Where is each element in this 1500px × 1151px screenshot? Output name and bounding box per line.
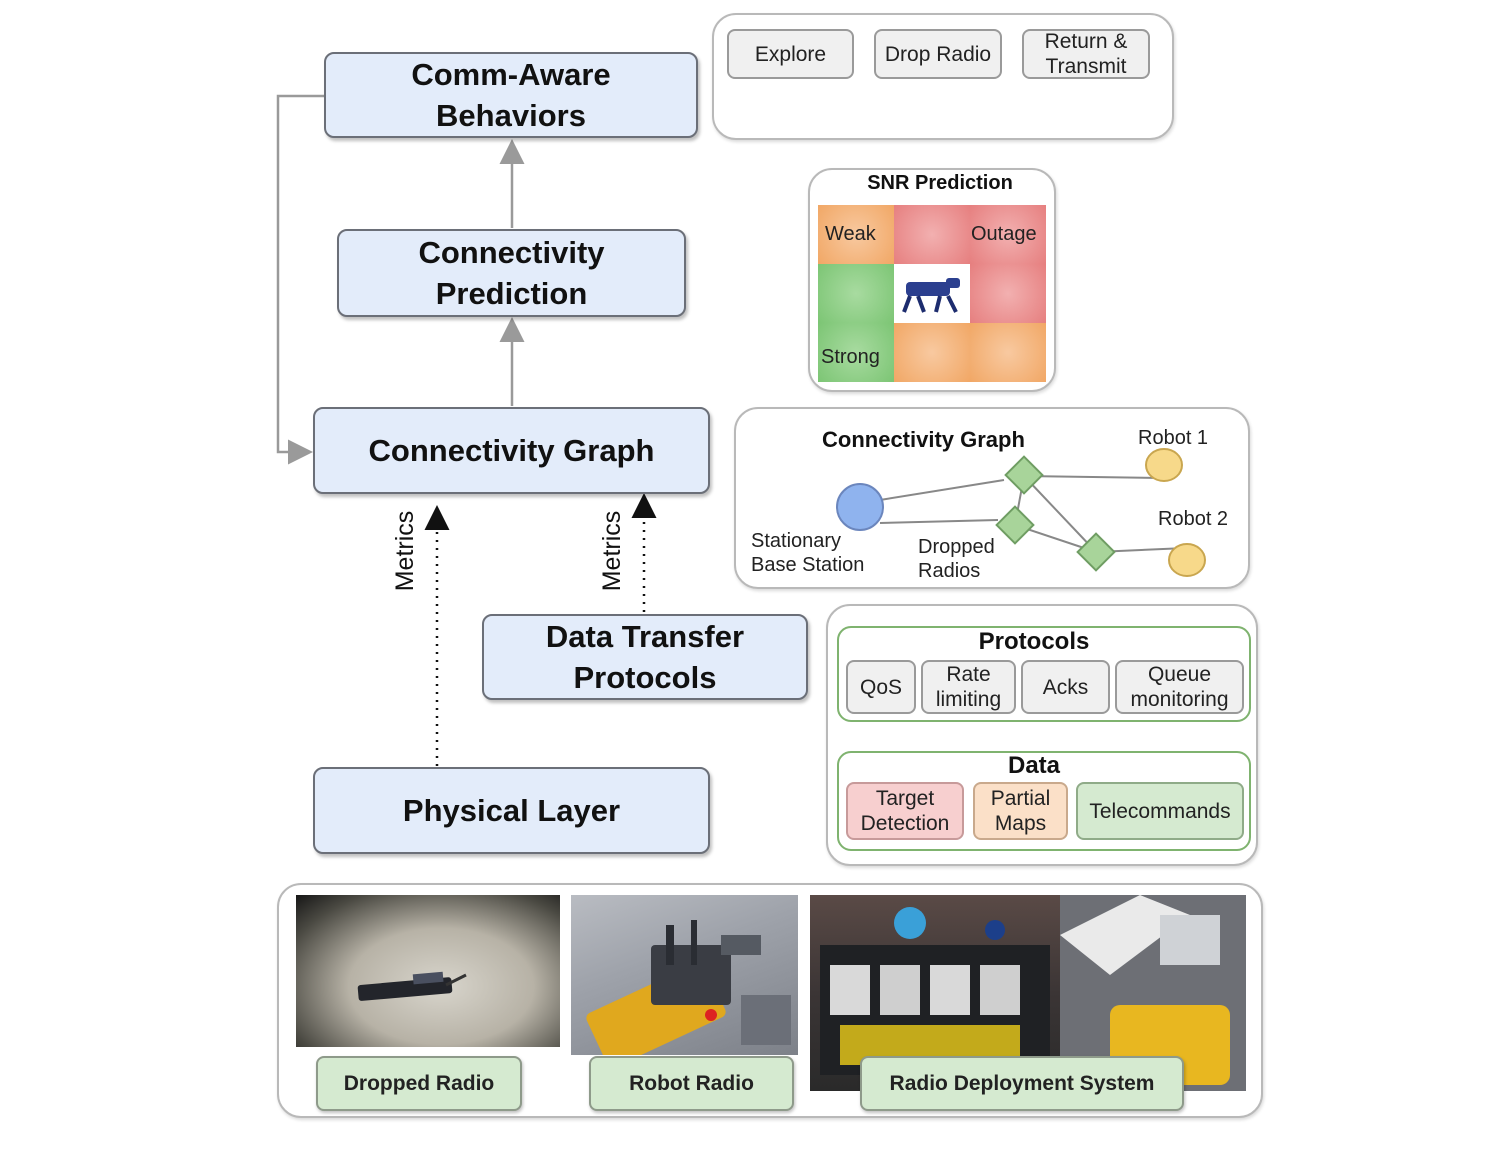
physical-layer-box: Physical Layer	[313, 767, 710, 854]
snr-title: SNR Prediction	[867, 172, 1013, 194]
base-station-label: Stationary Base Station	[751, 530, 865, 576]
rate-limiting-box: Rate limiting	[921, 660, 1016, 714]
snr-strong-label: Strong	[821, 346, 880, 368]
qos-box: QoS	[846, 660, 916, 714]
target-detection-box: Target Detection	[846, 782, 964, 840]
dropped-radio-caption: Dropped Radio	[316, 1056, 522, 1111]
protocols-title: Protocols	[978, 628, 1090, 655]
radio-deployment-caption: Radio Deployment System	[860, 1056, 1184, 1111]
arrow-behaviors-to-graph	[276, 94, 324, 465]
return-transmit-state: Return & Transmit	[1022, 29, 1150, 79]
telecommands-box: Telecommands	[1076, 782, 1244, 840]
snr-weak-label: Weak	[825, 223, 876, 245]
robot-radio-caption: Robot Radio	[589, 1056, 794, 1111]
drop-radio-state: Drop Radio	[874, 29, 1002, 79]
explore-state: Explore	[727, 29, 854, 79]
robot1-label: Robot 1	[1138, 427, 1209, 449]
connectivity-graph-box: Connectivity Graph	[313, 407, 710, 494]
metrics-label-right: Metrics	[598, 510, 626, 592]
partial-maps-box: Partial Maps	[973, 782, 1068, 840]
connectivity-prediction-box: Connectivity Prediction	[337, 229, 686, 317]
robot-radio-photo	[571, 895, 798, 1055]
dropped-radio-node	[1004, 455, 1044, 495]
snr-outage-label: Outage	[971, 223, 1037, 245]
robot2-label: Robot 2	[1158, 508, 1229, 530]
snr-grid: Weak Outage Strong	[818, 205, 1046, 382]
robot-dog-icon	[902, 278, 960, 313]
dropped-radio-photo	[296, 895, 560, 1047]
dropped-radio-node	[1076, 532, 1116, 572]
acks-box: Acks	[1021, 660, 1110, 714]
comm-aware-behaviors-box: Comm-Aware Behaviors	[324, 52, 698, 138]
data-title: Data	[1007, 752, 1061, 779]
dropped-radio-node	[995, 505, 1035, 545]
base-station-node	[836, 483, 884, 531]
connectivity-graph-panel	[734, 407, 1250, 589]
data-transfer-protocols-box: Data Transfer Protocols	[482, 614, 808, 700]
graph-panel-title: Connectivity Graph	[822, 427, 1025, 452]
robot1-node	[1145, 448, 1183, 482]
robot2-node	[1168, 543, 1206, 577]
dropped-radios-label: Dropped Radios	[918, 536, 995, 582]
queue-monitoring-box: Queue monitoring	[1115, 660, 1244, 714]
metrics-label-left: Metrics	[391, 510, 419, 592]
